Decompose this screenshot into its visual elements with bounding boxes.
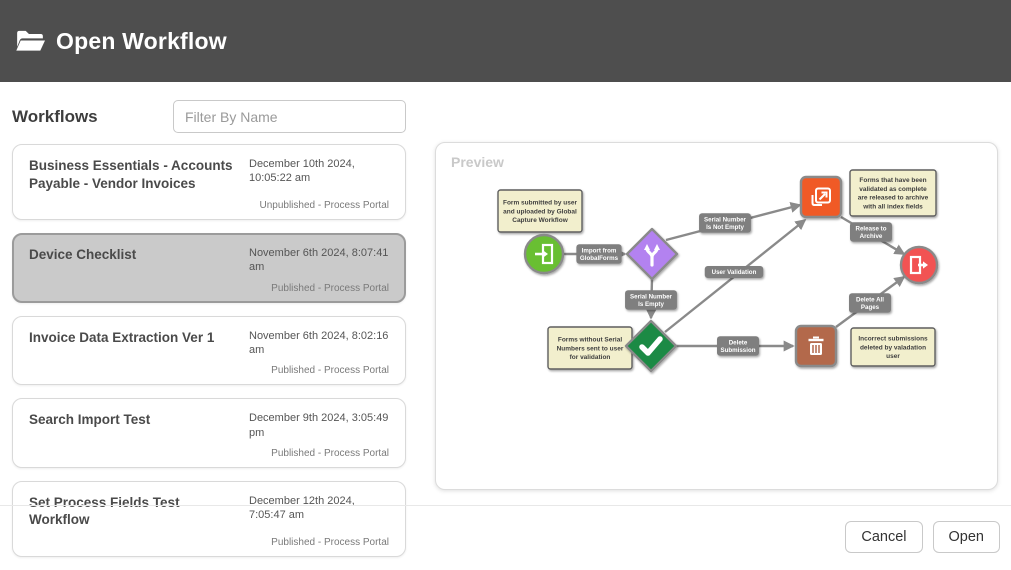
cancel-button[interactable]: Cancel [845, 521, 923, 553]
workflow-status: Published - Process Portal [271, 447, 389, 459]
svg-text:GlobalForms: GlobalForms [580, 255, 619, 262]
svg-text:Import from: Import from [582, 247, 617, 254]
svg-text:Is Not Empty: Is Not Empty [706, 224, 744, 231]
workflow-list-item[interactable]: Device Checklist November 6th 2024, 8:07:… [12, 233, 406, 303]
workflow-list: Business Essentials - Accounts Payable -… [12, 144, 406, 557]
svg-text:for validation: for validation [570, 354, 611, 361]
svg-text:Pages: Pages [861, 304, 880, 311]
svg-text:Capture Workflow: Capture Workflow [512, 217, 568, 224]
workflow-status: Published - Process Portal [271, 282, 389, 294]
workflows-heading: Workflows [12, 106, 98, 126]
filter-by-name-input[interactable] [173, 100, 406, 133]
diagram-node-delete-submission [794, 324, 838, 368]
open-folder-icon [16, 30, 45, 51]
workflow-name: Invoice Data Extraction Ver 1 [29, 329, 215, 345]
diagram-node-user-validation [624, 319, 678, 373]
workflow-date: November 6th 2024, 8:07:41 am [249, 247, 389, 274]
dialog-header: Open Workflow [0, 0, 1011, 82]
workflow-list-item[interactable]: Invoice Data Extraction Ver 1 November 6t… [12, 315, 406, 386]
diagram-node-end-exit [899, 245, 939, 285]
svg-text:Forms that have been: Forms that have been [859, 177, 926, 184]
svg-text:and uploaded by Global: and uploaded by Global [503, 208, 577, 215]
diagram-node-release-to-archive [799, 175, 843, 219]
workflow-list-item[interactable]: Set Process Fields Test Workflow December… [12, 480, 406, 557]
svg-text:Archive: Archive [860, 233, 883, 240]
workflow-list-item[interactable]: Business Essentials - Accounts Payable -… [12, 144, 406, 221]
svg-text:Submission: Submission [720, 347, 755, 354]
workflow-list-item[interactable]: Search Import Test December 9th 2024, 3:0… [12, 398, 406, 468]
workflow-status: Published - Process Portal [271, 536, 389, 548]
svg-text:Serial Number: Serial Number [704, 216, 747, 223]
svg-text:deleted by valadation: deleted by valadation [860, 344, 926, 351]
svg-text:Incorrect submissions: Incorrect submissions [858, 336, 928, 343]
svg-text:Release to: Release to [856, 225, 887, 232]
workflow-status: Unpublished - Process Portal [259, 200, 389, 212]
workflow-name: Set Process Fields Test Workflow [29, 494, 180, 528]
open-button[interactable]: Open [932, 521, 1000, 553]
footer-divider [0, 505, 1011, 506]
svg-text:Delete All: Delete All [856, 296, 884, 303]
svg-text:Forms without Serial: Forms without Serial [558, 337, 622, 344]
diagram-note: Forms that have been validated as complet… [849, 169, 937, 217]
svg-text:Numbers sent to user: Numbers sent to user [557, 345, 624, 352]
workflow-name: Business Essentials - Accounts Payable -… [29, 158, 233, 191]
svg-text:validated as complete: validated as complete [859, 186, 927, 193]
preview-label: Preview [451, 154, 504, 170]
diagram-node-start-import [523, 233, 565, 275]
svg-text:user: user [886, 353, 900, 360]
svg-text:User Validation: User Validation [712, 269, 757, 276]
svg-text:Delete: Delete [729, 339, 748, 346]
dialog-title: Open Workflow [56, 27, 227, 54]
workflow-date: December 10th 2024, 10:05:22 am [249, 158, 355, 185]
workflow-date: December 12th 2024, 7:05:47 am [249, 494, 355, 522]
workflow-pane: Workflows Business Essentials - Accounts… [12, 100, 406, 570]
workflow-date: December 9th 2024, 3:05:49 pm [249, 412, 389, 439]
svg-text:Serial Number: Serial Number [630, 293, 673, 300]
svg-text:with all index fields: with all index fields [862, 204, 923, 211]
svg-text:are released to archive: are released to archive [858, 195, 929, 202]
svg-text:Is Empty: Is Empty [638, 301, 664, 308]
workflow-name: Search Import Test [29, 412, 151, 428]
workflow-date: November 6th 2024, 8:02:16 am [249, 329, 389, 356]
workflow-status: Published - Process Portal [271, 365, 389, 377]
footer-buttons: Cancel Open [845, 521, 1000, 553]
diagram-node-branch-decision [625, 227, 679, 281]
workflow-name: Device Checklist [29, 247, 137, 263]
svg-text:Form submitted by user: Form submitted by user [503, 200, 578, 207]
diagram-edge-label: User Validation [704, 266, 764, 278]
